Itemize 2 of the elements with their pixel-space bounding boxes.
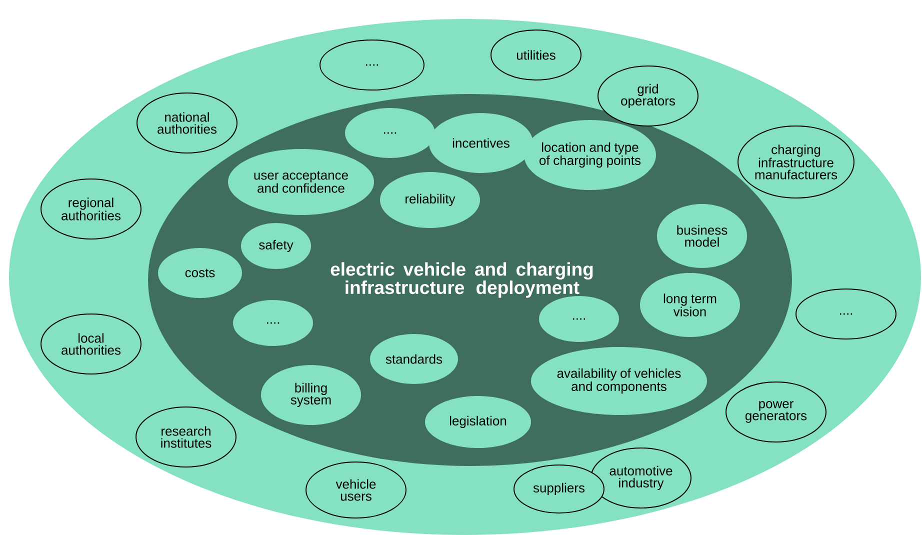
- node-label: ....: [384, 132, 396, 134]
- node-label: incentives: [452, 138, 510, 148]
